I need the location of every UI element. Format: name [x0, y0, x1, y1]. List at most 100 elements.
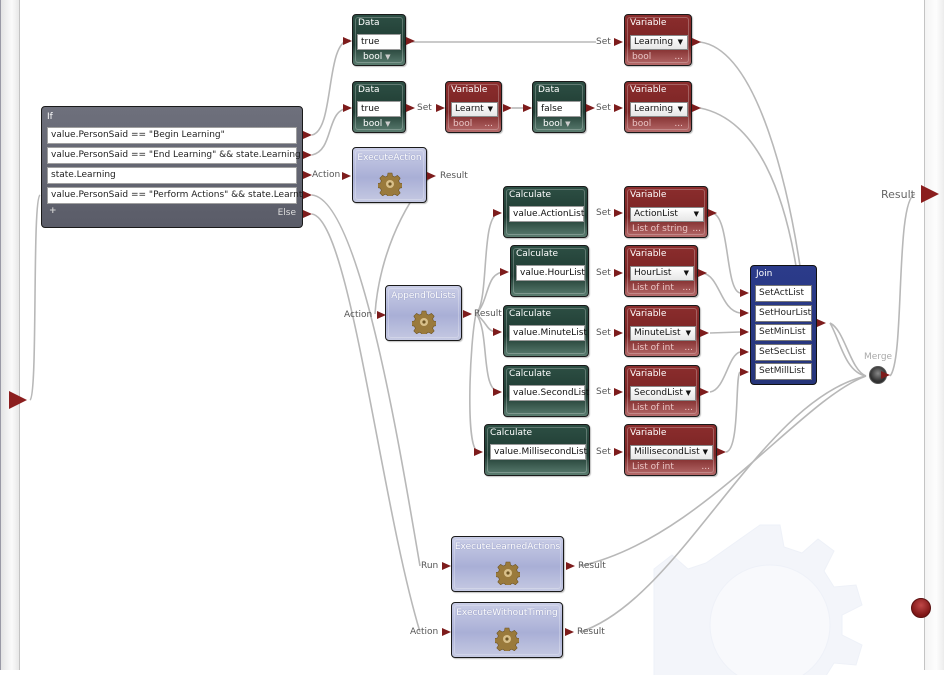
- data-2-output-port[interactable]: [406, 104, 415, 112]
- if-condition-4[interactable]: value.PersonSaid == "Perform Actions" &&…: [47, 187, 302, 204]
- data-1-input-port[interactable]: [343, 37, 352, 45]
- data-node-1[interactable]: Data true bool ▼: [352, 14, 406, 66]
- join-output-port[interactable]: [817, 319, 826, 327]
- calculate-node-second-list[interactable]: Calculate value.SecondList: [503, 365, 589, 417]
- variable-millisecondlist-input-port[interactable]: [614, 448, 623, 456]
- data-3-input-port[interactable]: [523, 104, 532, 112]
- activity-execute-action[interactable]: ExecuteAction: [352, 147, 427, 203]
- data-value-field[interactable]: false: [537, 101, 581, 117]
- calc-1-input-port[interactable]: [493, 209, 502, 217]
- execute-action-input-port[interactable]: [342, 172, 351, 180]
- variable-more-button[interactable]: ...: [674, 52, 683, 62]
- data-type-dropdown[interactable]: bool ▼: [363, 52, 391, 62]
- activity-append-to-lists[interactable]: AppendToLists: [385, 285, 462, 341]
- variable-minutelist-output-port[interactable]: [700, 329, 709, 337]
- calculate-node-minute-list[interactable]: Calculate value.MinuteList: [503, 305, 589, 357]
- variable-hourlist-input-port[interactable]: [614, 269, 623, 277]
- calculate-node-millisecond-list[interactable]: Calculate value.MillisecondList: [484, 424, 590, 476]
- variable-node-millisecondlist[interactable]: Variable MillisecondList▼ List of int ..…: [624, 424, 717, 476]
- variable-actionlist-output-port[interactable]: [708, 209, 717, 217]
- join-input-port-5[interactable]: [740, 368, 749, 376]
- variable-more-button[interactable]: ...: [674, 119, 683, 129]
- variable-1-output-port[interactable]: [692, 38, 701, 46]
- variable-more-button[interactable]: ...: [684, 403, 693, 413]
- variable-node-learning-2[interactable]: Variable Learning▼ bool ...: [624, 81, 692, 133]
- if-output-port-4[interactable]: [303, 191, 312, 199]
- learned-actions-input-port[interactable]: [442, 562, 451, 570]
- join-input-setminlist[interactable]: SetMinList: [755, 324, 812, 341]
- join-input-setseclist[interactable]: SetSecList: [755, 344, 812, 361]
- variable-name-dropdown[interactable]: HourList▼: [630, 266, 694, 281]
- variable-millisecondlist-output-port[interactable]: [717, 448, 726, 456]
- variable-name-dropdown[interactable]: Learning▼: [630, 102, 688, 117]
- append-input-port[interactable]: [377, 311, 386, 319]
- variable-name-dropdown[interactable]: Learning▼: [630, 35, 688, 50]
- calc-2-input-port[interactable]: [500, 268, 509, 276]
- variable-more-button[interactable]: ...: [684, 343, 693, 353]
- variable-node-minutelist[interactable]: Variable MinuteList▼ List of int ...: [624, 305, 700, 357]
- data-2-input-port[interactable]: [343, 104, 352, 112]
- add-condition-button[interactable]: +: [49, 206, 57, 216]
- if-condition-1[interactable]: value.PersonSaid == "Begin Learning": [47, 127, 297, 144]
- variable-more-button[interactable]: ...: [692, 224, 701, 234]
- variable-name-dropdown[interactable]: ActionList▼: [630, 207, 704, 222]
- join-input-port-4[interactable]: [740, 348, 749, 356]
- variable-secondlist-input-port[interactable]: [614, 388, 623, 396]
- if-output-port-3[interactable]: [303, 171, 312, 179]
- fault-output-port[interactable]: [911, 598, 931, 618]
- without-timing-output-port[interactable]: [565, 628, 574, 636]
- data-type-dropdown[interactable]: bool ▼: [363, 119, 391, 129]
- data-value-field[interactable]: true: [357, 101, 401, 117]
- calculate-node-hour-list[interactable]: Calculate value.HourList: [510, 245, 589, 297]
- variable-node-learnt[interactable]: Variable Learnt▼ bool ...: [445, 81, 502, 133]
- data-3-output-port[interactable]: [586, 104, 595, 112]
- calc-5-input-port[interactable]: [474, 448, 483, 456]
- join-input-port-1[interactable]: [740, 289, 749, 297]
- variable-more-button[interactable]: ...: [484, 119, 493, 129]
- if-condition-3[interactable]: state.Learning: [47, 167, 297, 184]
- if-else-port[interactable]: [303, 210, 312, 218]
- variable-hourlist-output-port[interactable]: [698, 269, 707, 277]
- variable-node-secondlist[interactable]: Variable SecondList▼ List of int ...: [624, 365, 700, 417]
- variable-3-output-port[interactable]: [692, 104, 701, 112]
- if-node[interactable]: If value.PersonSaid == "Begin Learning" …: [41, 106, 303, 228]
- calculate-node-action-list[interactable]: Calculate value.ActionList: [503, 186, 588, 238]
- variable-node-learning-1[interactable]: Variable Learning▼ bool ...: [624, 14, 692, 66]
- if-output-port-2[interactable]: [303, 151, 312, 159]
- data-value-field[interactable]: true: [357, 34, 401, 50]
- calculate-expression-field[interactable]: value.ActionList: [509, 206, 584, 222]
- join-input-sethourlist[interactable]: SetHourList: [755, 305, 812, 322]
- variable-1-input-port[interactable]: [614, 38, 623, 46]
- data-1-output-port[interactable]: [406, 37, 415, 45]
- activity-execute-learned-actions[interactable]: ExecuteLearnedActions: [451, 536, 564, 592]
- if-condition-2[interactable]: value.PersonSaid == "End Learning" && st…: [47, 147, 301, 164]
- variable-name-dropdown[interactable]: SecondList▼: [630, 386, 696, 401]
- variable-actionlist-input-port[interactable]: [614, 209, 623, 217]
- if-output-port-1[interactable]: [303, 131, 312, 139]
- variable-node-hourlist[interactable]: Variable HourList▼ List of int ...: [624, 245, 698, 297]
- result-output-port[interactable]: [921, 185, 939, 203]
- variable-minutelist-input-port[interactable]: [614, 329, 623, 337]
- variable-2-output-port[interactable]: [503, 104, 512, 112]
- variable-2-input-port[interactable]: [436, 104, 445, 112]
- variable-node-actionlist[interactable]: Variable ActionList▼ List of string ...: [624, 186, 708, 238]
- variable-3-input-port[interactable]: [614, 104, 623, 112]
- variable-name-dropdown[interactable]: MillisecondList▼: [630, 445, 713, 460]
- activity-execute-without-timing[interactable]: ExecuteWithoutTiming: [451, 602, 563, 658]
- join-input-setmilllist[interactable]: SetMillList: [755, 363, 812, 380]
- calc-4-input-port[interactable]: [493, 388, 502, 396]
- variable-more-button[interactable]: ...: [682, 283, 691, 293]
- data-node-3[interactable]: Data false bool ▼: [532, 81, 586, 133]
- calculate-expression-field[interactable]: value.MinuteList: [509, 325, 587, 341]
- calculate-expression-field[interactable]: value.HourList: [516, 265, 585, 281]
- flow-input-port[interactable]: [9, 391, 27, 409]
- data-node-2[interactable]: Data true bool ▼: [352, 81, 406, 133]
- join-input-port-2[interactable]: [740, 309, 749, 317]
- join-input-setactlist[interactable]: SetActList: [755, 285, 812, 302]
- variable-more-button[interactable]: ...: [701, 462, 710, 472]
- execute-action-output-port[interactable]: [427, 172, 436, 180]
- join-node[interactable]: Join SetActList SetHourList SetMinList S…: [750, 265, 817, 385]
- variable-name-dropdown[interactable]: Learnt▼: [451, 102, 498, 117]
- without-timing-input-port[interactable]: [442, 628, 451, 636]
- learned-actions-output-port[interactable]: [566, 562, 575, 570]
